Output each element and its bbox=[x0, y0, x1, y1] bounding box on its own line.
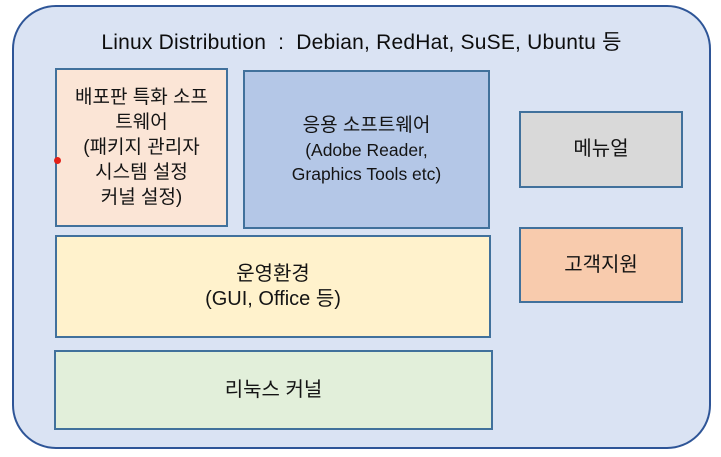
box-text-line: 커널 설정) bbox=[100, 187, 183, 208]
box-text-line: (Adobe Reader, bbox=[305, 140, 428, 160]
box-text-line: (패키지 관리자 bbox=[83, 137, 200, 158]
box-operating-environment: 운영환경 (GUI, Office 등) bbox=[55, 235, 491, 338]
box-application-software: 응용 소프트웨어 (Adobe Reader, Graphics Tools e… bbox=[243, 70, 490, 229]
box-text-line: 메뉴얼 bbox=[573, 138, 629, 160]
box-manual: 메뉴얼 bbox=[519, 111, 683, 188]
box-text-line: 리눅스 커널 bbox=[224, 378, 323, 401]
box-linux-kernel: 리눅스 커널 bbox=[54, 350, 493, 430]
box-text-line: (GUI, Office 등) bbox=[205, 287, 341, 310]
box-distro-specific-software: 배포판 특화 소프 트웨어 (패키지 관리자 시스템 설정 커널 설정) bbox=[55, 68, 228, 227]
box-text-line: 시스템 설정 bbox=[95, 162, 188, 183]
box-text-line: 트웨어 bbox=[115, 112, 168, 133]
box-customer-support: 고객지원 bbox=[519, 227, 683, 303]
box-text-line: 응용 소프트웨어 bbox=[302, 115, 431, 136]
box-text-line: 운영환경 bbox=[236, 262, 310, 285]
box-text-line: 고객지원 bbox=[564, 253, 638, 276]
red-dot-marker bbox=[54, 157, 61, 164]
diagram-title: Linux Distribution : Debian, RedHat, SuS… bbox=[101, 31, 622, 54]
box-text-line: 배포판 특화 소프 bbox=[75, 87, 208, 108]
box-text-line: Graphics Tools etc) bbox=[291, 164, 442, 184]
